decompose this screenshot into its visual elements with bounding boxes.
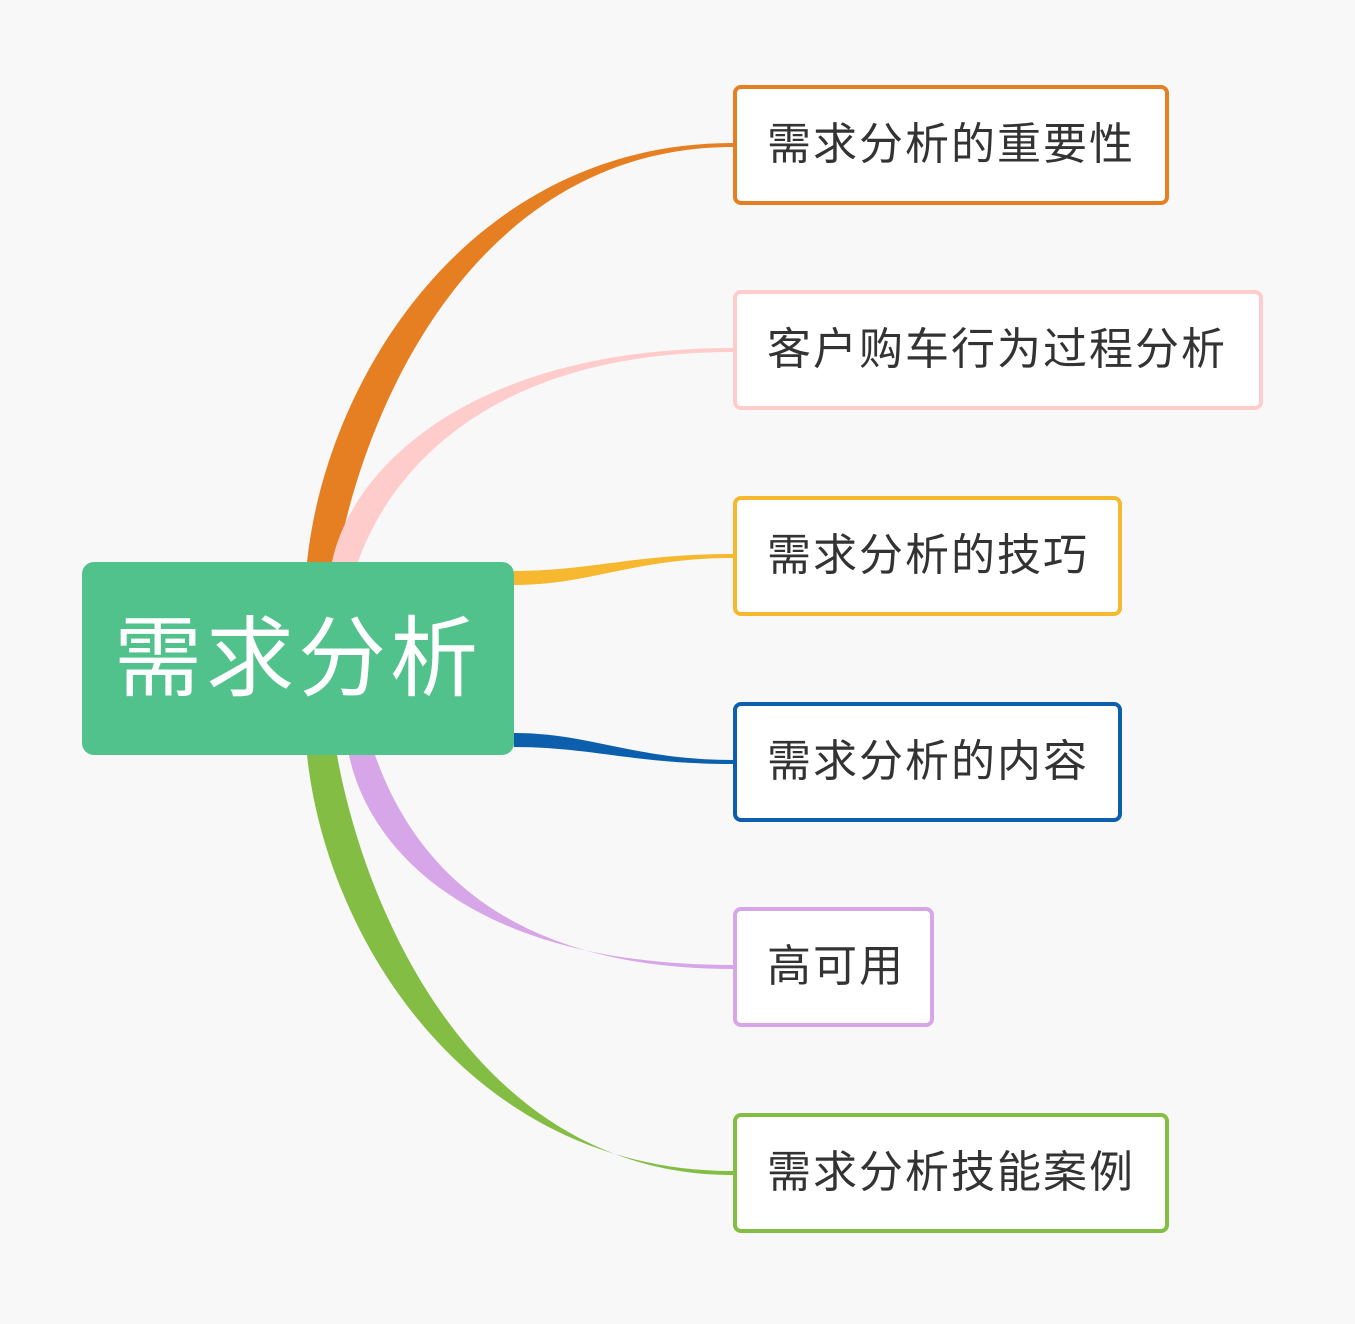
branch-purchase-process (332, 348, 733, 562)
branch-high-availability (349, 755, 733, 969)
topic-skills[interactable]: 需求分析的技巧 (733, 496, 1122, 616)
branch-skill-cases (307, 755, 733, 1175)
topic-skill-cases[interactable]: 需求分析技能案例 (733, 1113, 1169, 1233)
topic-label: 需求分析技能案例 (767, 1147, 1135, 1198)
topic-label: 客户购车行为过程分析 (767, 324, 1227, 375)
topic-label: 高可用 (767, 941, 905, 992)
topic-high-availability[interactable]: 高可用 (733, 907, 934, 1027)
topic-content[interactable]: 需求分析的内容 (733, 702, 1122, 822)
branch-skills (514, 554, 733, 585)
topic-label: 需求分析的内容 (767, 736, 1089, 787)
topic-label: 需求分析的重要性 (767, 119, 1135, 170)
root-topic-label: 需求分析 (113, 606, 482, 710)
topic-importance[interactable]: 需求分析的重要性 (733, 85, 1169, 205)
branch-importance (307, 143, 733, 562)
topic-label: 需求分析的技巧 (767, 530, 1089, 581)
topic-purchase-process[interactable]: 客户购车行为过程分析 (733, 290, 1263, 410)
root-topic[interactable]: 需求分析 (82, 562, 514, 755)
branch-content (514, 733, 733, 764)
